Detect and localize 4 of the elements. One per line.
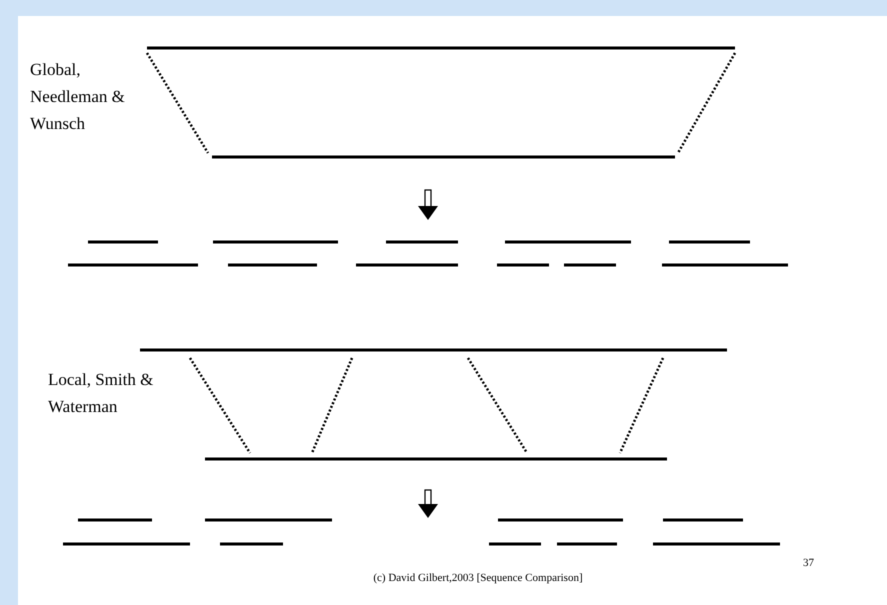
method-label: Global, Needleman & Wunsch [30, 59, 126, 135]
method-label: Local, Smith & Waterman [48, 369, 154, 418]
page-number: 37 [803, 556, 815, 570]
copyright-note: (c) David Gilbert,2003 [Sequence Comparison] [372, 571, 584, 585]
